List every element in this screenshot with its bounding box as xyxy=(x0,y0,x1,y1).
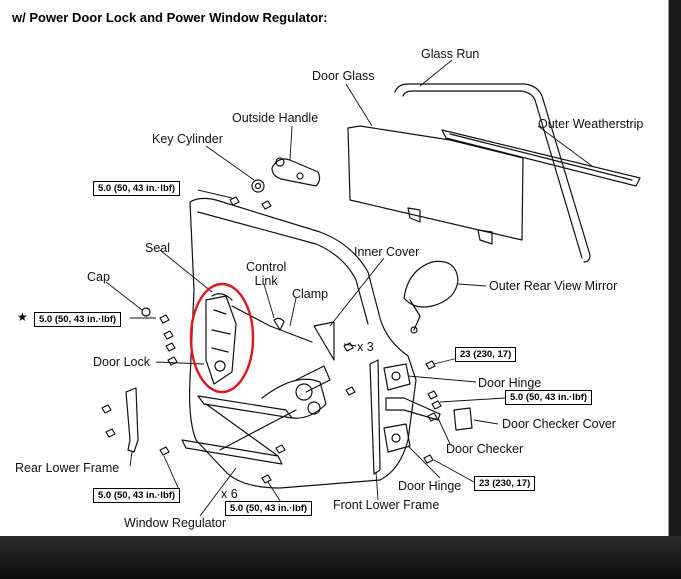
bottom-dark-band xyxy=(0,536,681,579)
label-window-regulator: Window Regulator xyxy=(124,516,227,530)
label-door-hinge-lower: Door Hinge xyxy=(398,479,462,493)
label-door-glass: Door Glass xyxy=(312,69,375,83)
torque-label-4: 5.0 (50, 43 in.·lbf) xyxy=(505,390,593,405)
torque-label-7: 5.0 (50, 43 in.·lbf) xyxy=(225,501,313,516)
seal-part xyxy=(212,294,232,300)
label-door-checker: Door Checker xyxy=(446,442,524,456)
label-door-hinge-upper: Door Hinge xyxy=(478,376,542,390)
mirror-part xyxy=(404,261,458,307)
rear-lower-frame-part xyxy=(126,388,138,452)
door-checker-part xyxy=(386,398,440,420)
label-door-checker-cover: Door Checker Cover xyxy=(502,417,616,431)
label-front-lower-frame: Front Lower Frame xyxy=(333,498,440,512)
window-regulator-part xyxy=(198,396,292,418)
label-outer-weatherstrip: Outer Weatherstrip xyxy=(538,117,644,131)
label-inner-cover: Inner Cover xyxy=(354,245,420,259)
label-clamp: Clamp xyxy=(292,287,329,301)
label-outside-handle: Outside Handle xyxy=(232,111,319,125)
diagram-title: w/ Power Door Lock and Power Window Regu… xyxy=(12,10,328,25)
glass-run xyxy=(395,84,590,262)
outer-weatherstrip xyxy=(442,130,640,186)
door-frame xyxy=(190,198,416,488)
label-glass-run: Glass Run xyxy=(421,47,480,61)
torque-label-2: 5.0 (50, 43 in.·lbf) xyxy=(34,312,122,327)
label-x6: x 6 xyxy=(221,487,238,501)
inner-cover-part xyxy=(314,322,334,360)
label-x3: x 3 xyxy=(357,340,374,354)
torque-label-3: 23 (230, 17) xyxy=(455,347,517,362)
control-link-part xyxy=(232,306,312,342)
cap-part xyxy=(142,308,150,316)
outside-handle-part xyxy=(272,159,320,186)
key-cylinder-part xyxy=(252,180,264,192)
door-lock-highlight xyxy=(191,284,253,392)
label-control-link: Control Link xyxy=(246,260,287,288)
front-lower-frame-part xyxy=(370,360,380,474)
diagram-panel: w/ Power Door Lock and Power Window Regu… xyxy=(0,0,669,537)
label-key-cylinder: Key Cylinder xyxy=(152,132,223,146)
label-outer-rear-view-mirror: Outer Rear View Mirror xyxy=(489,279,618,293)
door-checker-cover-part xyxy=(454,408,472,430)
torque-label-5: 5.0 (50, 43 in.·lbf) xyxy=(93,488,181,503)
door-hinge-lower-part xyxy=(384,424,410,452)
torque-label-1: 5.0 (50, 43 in.·lbf) xyxy=(93,181,181,196)
star-marker: ★ xyxy=(17,310,28,324)
torque-label-6: 23 (230, 17) xyxy=(474,476,536,491)
door-hinge-upper-part xyxy=(384,364,410,390)
label-door-lock: Door Lock xyxy=(93,355,150,369)
door-lock-part xyxy=(206,296,236,384)
label-cap: Cap xyxy=(87,270,110,284)
label-rear-lower-frame: Rear Lower Frame xyxy=(15,461,120,475)
parts-illustration xyxy=(0,0,668,536)
label-seal: Seal xyxy=(145,241,171,255)
